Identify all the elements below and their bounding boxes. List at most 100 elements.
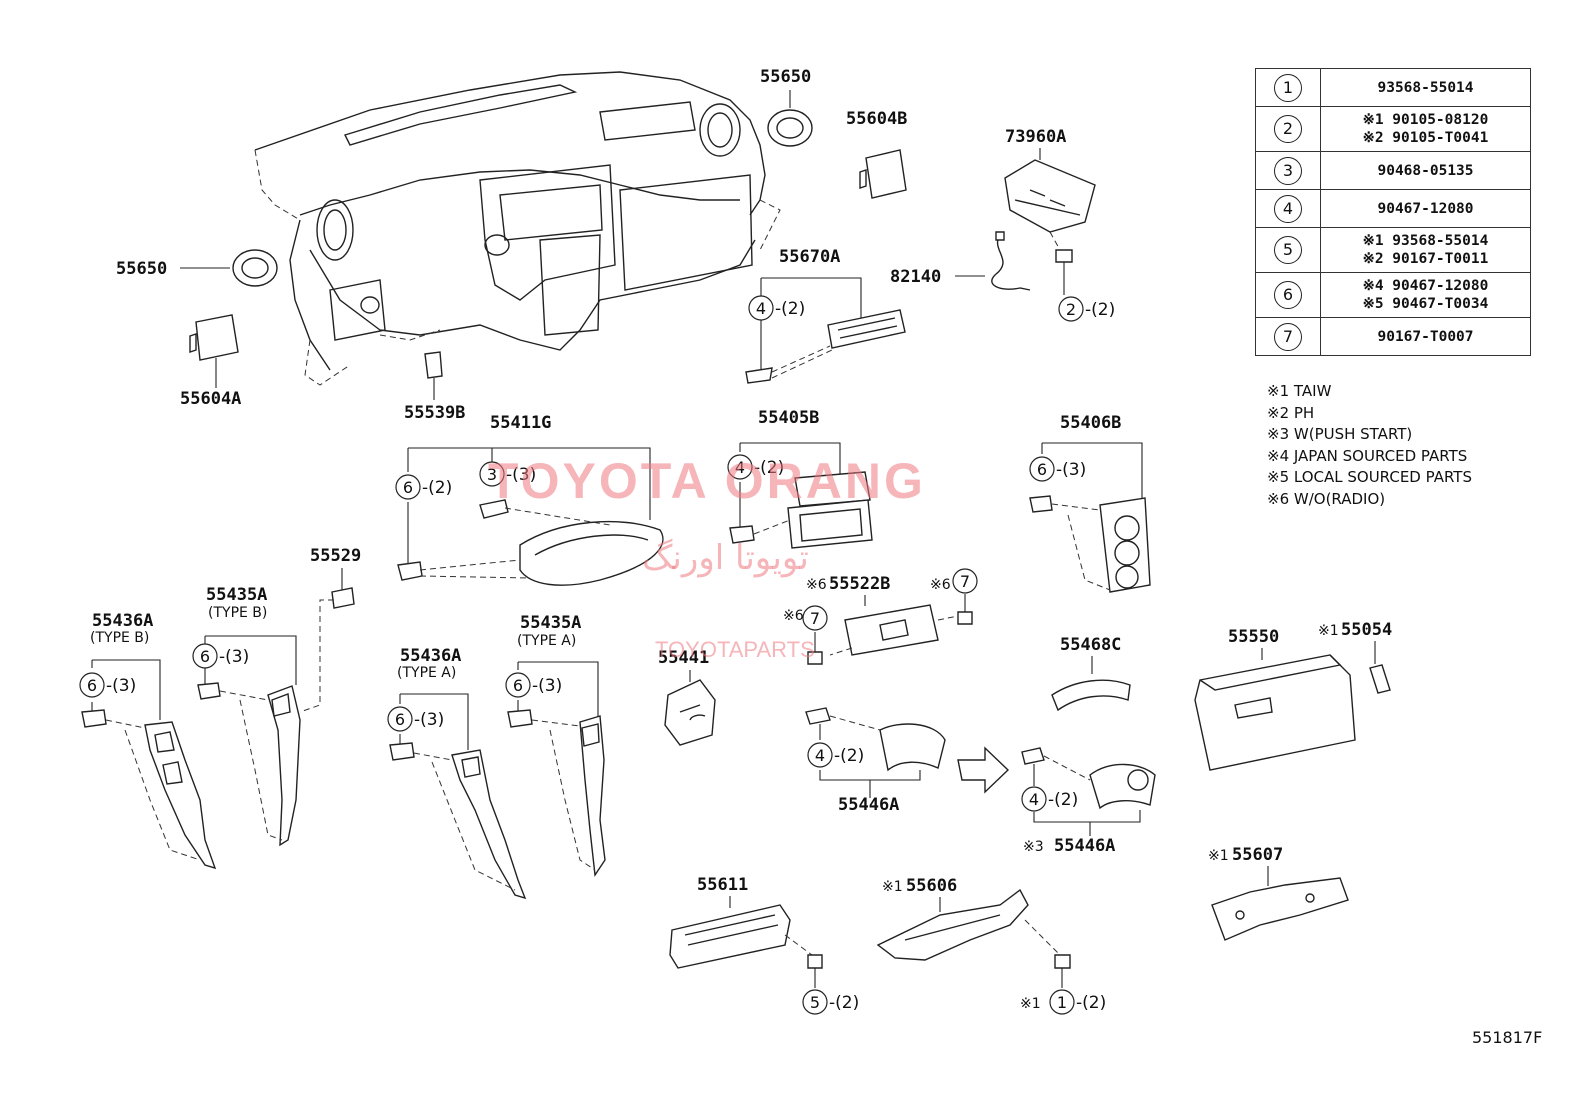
legend-part-numbers: ※1 93568-55014※2 90167-T0011 (1320, 227, 1531, 273)
label-55405B: 55405B (758, 408, 819, 428)
legend-part-numbers: ※1 90105-08120※2 90105-T0041 (1320, 106, 1531, 152)
part-55611-drawing (669, 896, 823, 988)
part-55650-top-drawing (767, 90, 813, 147)
label-55606: 55606 (906, 876, 957, 896)
callout-c4-55446A: 4 -(2) (807, 742, 864, 768)
legend-part-number: ※1 90105-08120 (1362, 112, 1489, 128)
callout-c6-55436A-type-a: 6 -(3) (387, 706, 444, 732)
part-55604A-drawing (189, 314, 239, 388)
legend-row: 1 93568-55014 (1255, 68, 1531, 107)
part-55550-drawing (1194, 648, 1356, 771)
svg-text:-(2): -(2) (1085, 300, 1115, 320)
label-55522B: 55522B (829, 574, 890, 594)
legend-index-circle: 2 (1274, 115, 1302, 143)
svg-text:-(2): -(2) (754, 458, 784, 478)
callout-c2-73960A: 2 -(2) (1058, 296, 1115, 322)
legend-row: 5※1 93568-55014※2 90167-T0011 (1255, 227, 1531, 273)
legend-row: 6※4 90467-12080※5 90467-T0034 (1255, 272, 1531, 318)
legend-table: 1 93568-55014 2 ※1 90105-08120※2 90105-T004… (1255, 68, 1531, 356)
svg-text:-(3): -(3) (532, 676, 562, 696)
note-3: ※3 W(PUSH START) (1267, 425, 1413, 443)
watermark-url: TOYOTAPARTS (655, 637, 815, 662)
type-a-label-2: (TYPE A) (517, 633, 576, 649)
legend-index: 6 (1255, 272, 1321, 318)
svg-text:-(3): -(3) (106, 676, 136, 696)
svg-text:6: 6 (513, 676, 523, 695)
label-55604A: 55604A (180, 389, 241, 409)
callout-c7-55522B-right: 7 (952, 568, 978, 594)
label-55436A-type-b: 55436A (92, 611, 153, 631)
part-55446A-push-start-drawing (1021, 747, 1156, 836)
label-55441: 55441 (658, 648, 709, 668)
label-82140: 82140 (890, 267, 941, 287)
part-55436A-type-b-drawing (81, 659, 217, 870)
svg-text:-(2): -(2) (422, 478, 452, 498)
label-73960A: 73960A (1005, 127, 1066, 147)
callout-c4-55446A-push-start: 4 -(2) (1021, 786, 1078, 812)
legend-part-number: 90468-05135 (1377, 162, 1474, 179)
part-55435A-type-a-drawing (507, 661, 606, 877)
legend-part-numbers: 90467-12080 (1320, 189, 1531, 228)
part-55436A-type-a-drawing (389, 693, 527, 900)
label-55604B: 55604B (846, 109, 907, 129)
svg-text:-(2): -(2) (1076, 993, 1106, 1013)
callout-c6-55436A-type-b: 6 -(3) (79, 672, 136, 698)
part-55522B-drawing (807, 594, 973, 665)
part-73960A-drawing (1004, 148, 1096, 295)
legend-index: 2 (1255, 106, 1321, 152)
legend-index: 7 (1255, 317, 1321, 356)
callout-c4-55670A: 4 -(2) (748, 295, 805, 321)
note-mark-1a: ※1 (1318, 623, 1339, 639)
label-55550: 55550 (1228, 627, 1279, 647)
callout-c1-55606: 1 -(2) (1049, 989, 1106, 1015)
legend-index: 5 (1255, 227, 1321, 273)
legend-index-circle: 4 (1274, 194, 1302, 223)
svg-text:4: 4 (756, 299, 766, 318)
svg-text:7: 7 (810, 609, 820, 628)
svg-text:5: 5 (810, 993, 820, 1012)
part-55529-drawing (299, 568, 355, 713)
part-55411G-drawing (397, 447, 664, 586)
callout-c6-55435A-type-a: 6 -(3) (505, 672, 562, 698)
part-55670A-drawing (745, 277, 906, 384)
part-55606-drawing (876, 888, 1071, 988)
callout-c5-55611: 5 -(2) (802, 989, 859, 1015)
label-55539B: 55539B (404, 403, 465, 423)
note-mark-1b: ※1 (1208, 848, 1229, 864)
part-55446A-drawing (805, 707, 946, 798)
note-5: ※5 LOCAL SOURCED PARTS (1267, 468, 1472, 486)
svg-text:2: 2 (1066, 300, 1076, 319)
label-55611: 55611 (697, 875, 748, 895)
type-b-label-2: (TYPE B) (90, 630, 149, 646)
legend-part-number: 90467-12080 (1377, 200, 1474, 217)
type-b-label-1: (TYPE B) (208, 605, 267, 621)
svg-text:4: 4 (735, 458, 745, 477)
note-mark-3: ※3 (1023, 839, 1044, 855)
svg-text:1: 1 (1057, 993, 1067, 1012)
part-55607-drawing (1211, 866, 1349, 941)
svg-text:6: 6 (200, 647, 210, 666)
legend-part-number: ※5 90467-T0034 (1362, 296, 1489, 312)
watermark-main: TOYOTA ORANG (488, 453, 926, 509)
label-55054: 55054 (1341, 620, 1392, 640)
legend-part-numbers: 90468-05135 (1320, 151, 1531, 190)
note-mark-1c: ※1 (882, 879, 903, 895)
label-55670A: 55670A (779, 247, 840, 267)
label-55529: 55529 (310, 546, 361, 566)
legend-part-numbers: 93568-55014 (1320, 68, 1531, 107)
legend-part-number: ※2 90167-T0011 (1362, 251, 1489, 267)
legend-row: 2 ※1 90105-08120※2 90105-T0041 (1255, 106, 1531, 152)
svg-text:-(3): -(3) (1056, 460, 1086, 480)
note-6: ※6 W/O(RADIO) (1267, 489, 1386, 508)
instrument-panel-drawing (254, 71, 781, 386)
watermark-arabic: تويوتا اورنگ (642, 538, 809, 578)
legend-index: 3 (1255, 151, 1321, 190)
legend-index-circle: 1 (1274, 73, 1302, 102)
label-55435A-type-a: 55435A (520, 613, 581, 633)
callout-c7-55522B-left: 7 (802, 605, 828, 631)
note-2: ※2 PH (1267, 403, 1315, 422)
part-82140-drawing (955, 231, 1031, 291)
notes-list: ※1 TAIW ※2 PH ※3 W(PUSH START) ※4 JAPAN … (1267, 381, 1472, 510)
svg-text:6: 6 (403, 478, 413, 497)
